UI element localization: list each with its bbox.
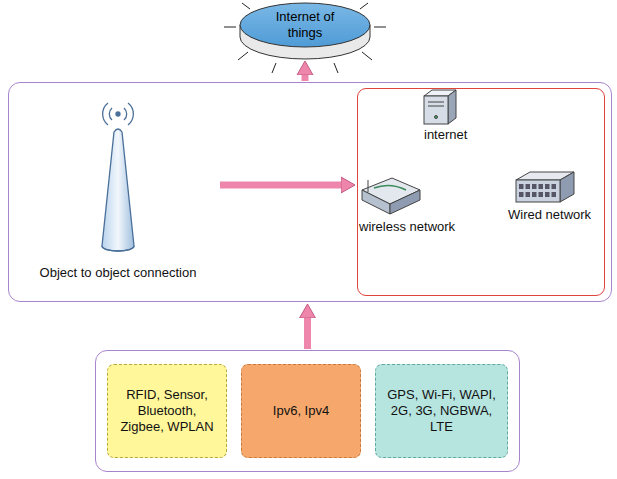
node-label: Internet of things	[258, 9, 352, 42]
group-panel: Object to object connection internet wirel…	[8, 82, 612, 302]
flow-arrow	[302, 75, 309, 81]
switch-port	[545, 192, 550, 197]
node-label: Object to object connection	[40, 265, 197, 281]
switch-icon	[516, 172, 574, 202]
ray	[272, 63, 276, 73]
node-label: GPS, Wi-Fi, WAPI, 2G, 3G, NGBWA, LTE	[384, 387, 499, 436]
ray	[242, 3, 250, 9]
antenna-node: Object to object connection	[18, 90, 218, 285]
router-side	[390, 190, 420, 214]
antenna-base	[102, 246, 134, 251]
switch-side	[560, 172, 574, 202]
tech-box: Ipv6, Ipv4	[241, 364, 361, 458]
network-box: internet wireless network Wired network	[357, 88, 605, 296]
switch-port	[526, 192, 531, 197]
router-front	[362, 190, 390, 214]
switch-port	[519, 184, 524, 189]
flow-arrow	[304, 318, 311, 349]
ray	[224, 27, 236, 28]
icon-label: wireless network	[359, 219, 455, 235]
server-slot	[428, 106, 444, 107]
ray	[334, 63, 338, 73]
router-aerial	[368, 180, 369, 192]
cylinder-shape	[240, 3, 370, 59]
switch-port	[539, 192, 544, 197]
switch-port	[545, 184, 550, 189]
group-panel: RFID, Sensor, Bluetooth, Zigbee, WPLAN Ip…	[95, 350, 520, 472]
server-led	[435, 116, 438, 119]
switch-port	[552, 192, 557, 197]
wave	[103, 103, 108, 125]
switch-front	[516, 180, 560, 202]
wave	[109, 108, 112, 120]
switch-port	[526, 184, 531, 189]
router-stripe	[374, 185, 406, 190]
rays	[224, 3, 386, 73]
antenna-icon	[102, 103, 134, 251]
icon-label: Wired network	[508, 207, 591, 223]
flow-arrow	[220, 182, 341, 189]
server-front	[424, 96, 448, 124]
server-side	[448, 90, 456, 124]
node-label: Ipv6, Ipv4	[273, 403, 329, 419]
cylinder-top	[240, 3, 370, 47]
router-icon	[362, 178, 420, 214]
ray	[360, 3, 368, 9]
wave	[128, 103, 133, 125]
tech-box: GPS, Wi-Fi, WAPI, 2G, 3G, NGBWA, LTE	[375, 364, 508, 458]
ray	[362, 52, 372, 60]
switch-port	[552, 184, 557, 189]
server-icon	[424, 90, 456, 124]
switch-port	[532, 184, 537, 189]
node-label: RFID, Sensor, Bluetooth, Zigbee, WPLAN	[116, 387, 218, 436]
switch-port	[539, 184, 544, 189]
switch-port	[519, 192, 524, 197]
switch-ports	[519, 184, 556, 197]
antenna-body	[102, 129, 134, 251]
icon-label: internet	[424, 127, 467, 143]
ray	[238, 52, 248, 60]
tech-box: RFID, Sensor, Bluetooth, Zigbee, WPLAN	[107, 364, 227, 458]
ray	[374, 27, 386, 28]
server-slot	[428, 102, 444, 103]
cylinder-node: Internet of things	[240, 3, 370, 59]
antenna-dot	[116, 112, 120, 116]
switch-port	[532, 192, 537, 197]
wave	[124, 108, 127, 120]
